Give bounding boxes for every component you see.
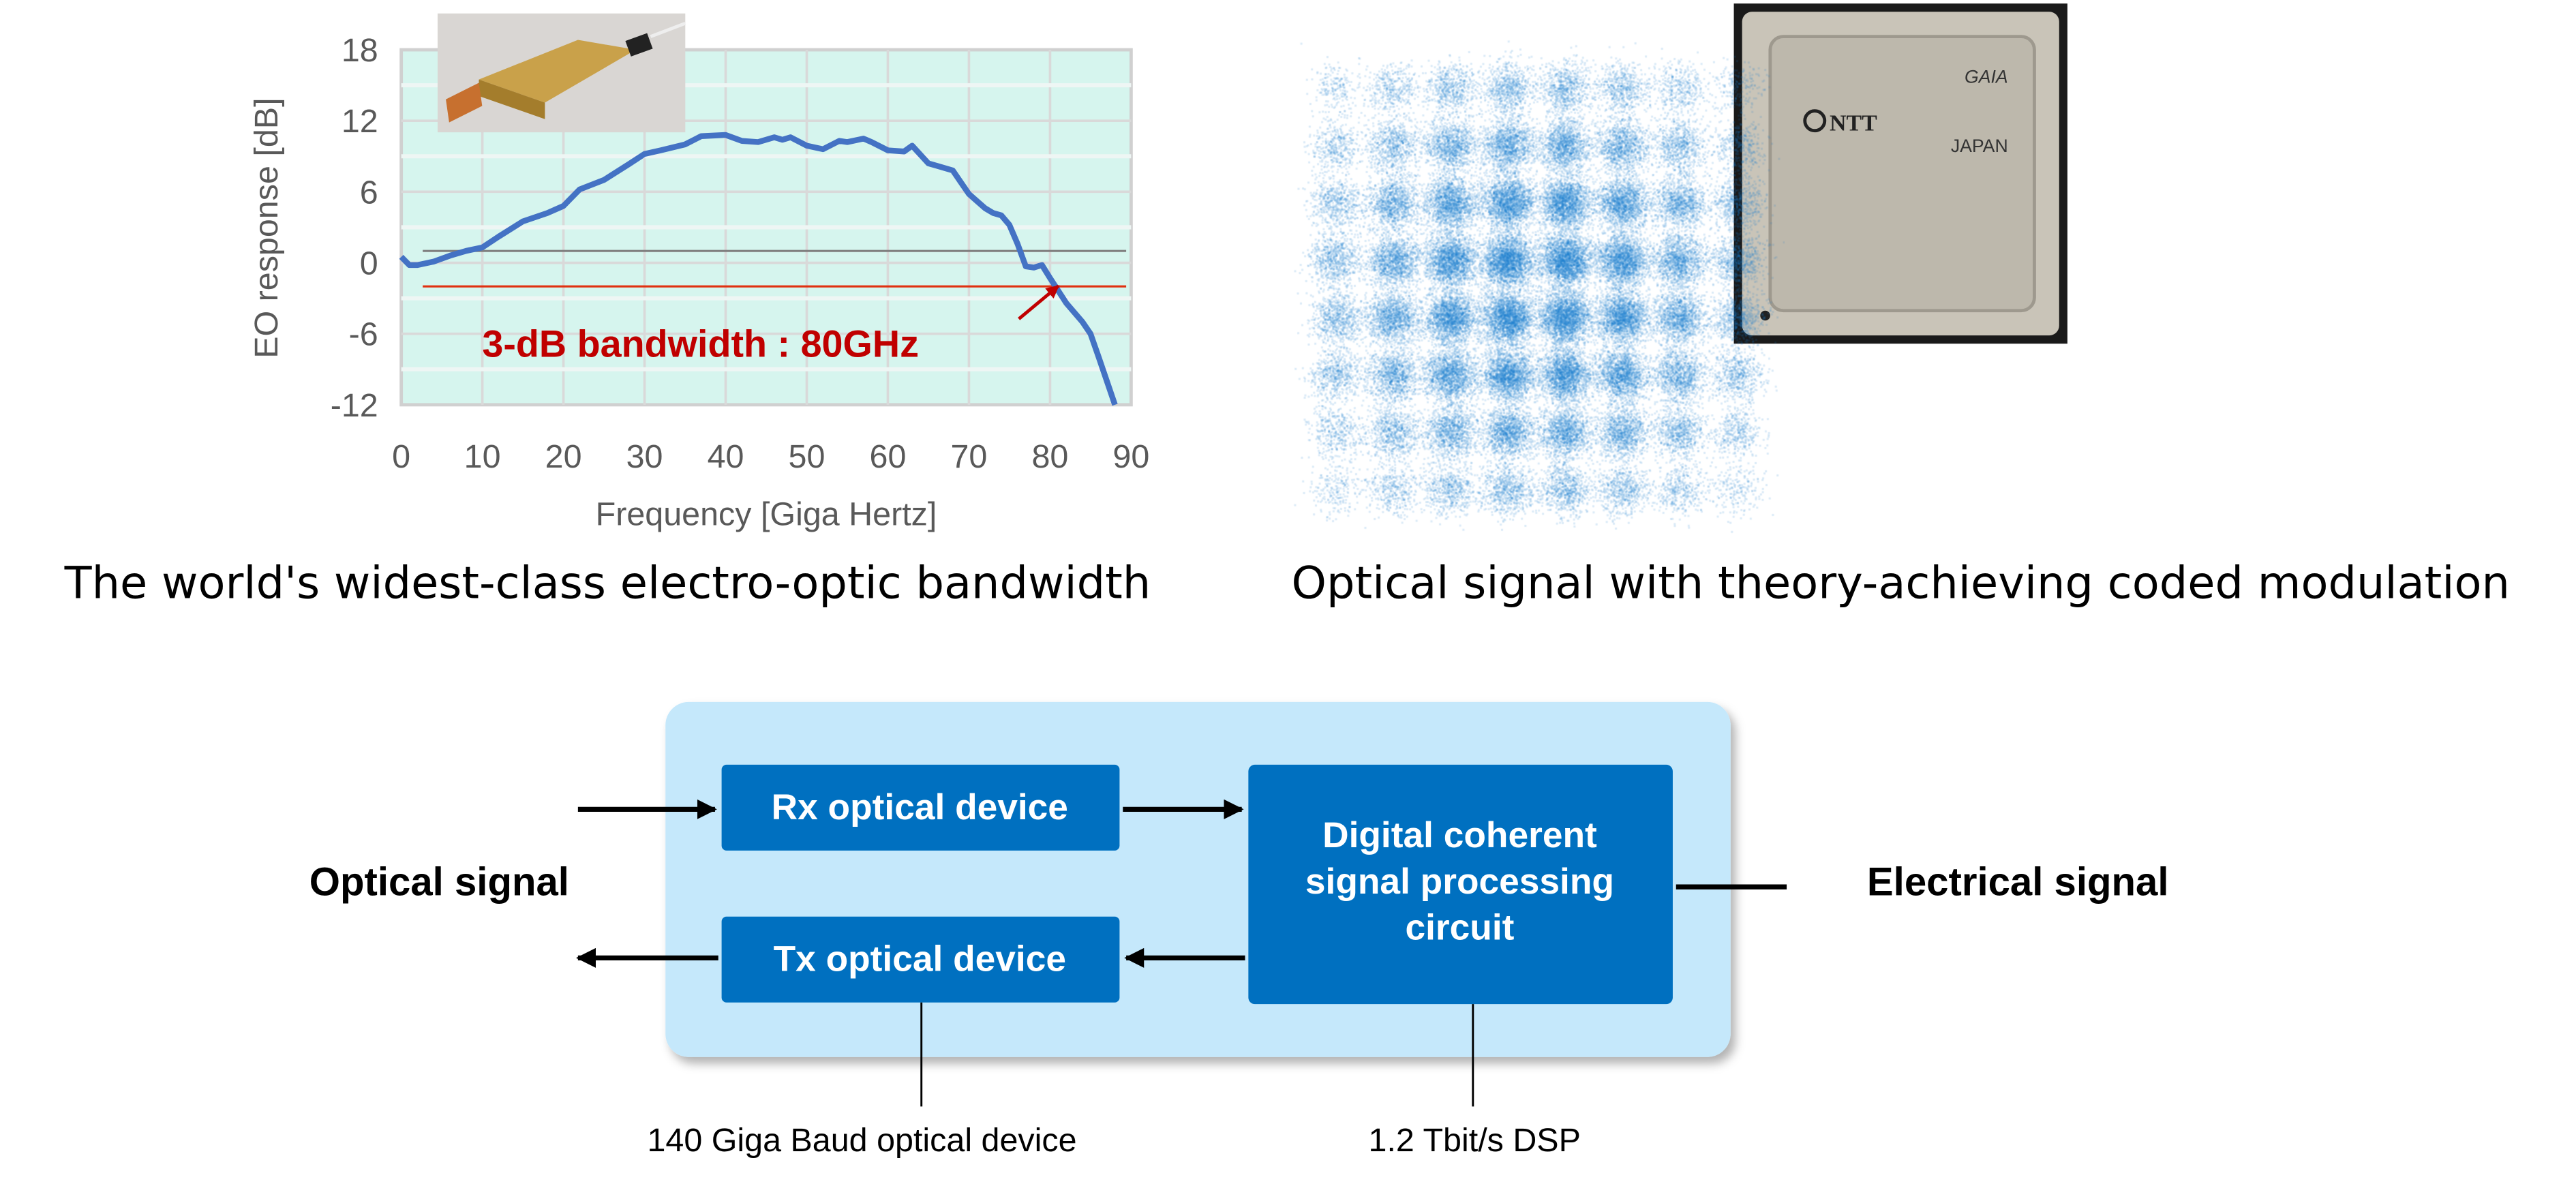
rx-label: Rx optical device xyxy=(772,787,1068,827)
x-tick-label: 10 xyxy=(464,438,501,475)
rx-block: Rx optical device xyxy=(721,764,1120,851)
annotation-arrow xyxy=(1018,284,1060,320)
dsp-block: Digital coherent signal processing circu… xyxy=(1248,764,1673,1005)
optical-device-note: 140 Giga Baud optical device xyxy=(647,1122,1076,1159)
dsp-label-line2: signal processing xyxy=(1305,862,1614,902)
y-tick-label: -12 xyxy=(331,387,378,424)
tx-label: Tx optical device xyxy=(774,939,1066,979)
x-tick-label: 70 xyxy=(950,438,987,475)
dsp-label-line1: Digital coherent xyxy=(1322,815,1597,855)
chip-line2: JAPAN xyxy=(1951,136,2008,156)
x-tick-label: 80 xyxy=(1031,438,1068,475)
x-axis-label: Frequency [Giga Hertz] xyxy=(596,496,937,533)
y-tick-label: 6 xyxy=(360,174,378,211)
x-tick-label: 0 xyxy=(392,438,410,475)
x-tick-label: 50 xyxy=(789,438,825,475)
x-tick-label: 20 xyxy=(545,438,582,475)
bandwidth-annotation: 3-dB bandwidth : 80GHz xyxy=(482,323,919,365)
x-tick-label: 60 xyxy=(870,438,907,475)
dsp-label-line3: circuit xyxy=(1405,908,1514,948)
y-tick-label: 0 xyxy=(360,245,378,282)
constellation-diagram xyxy=(1287,40,1785,537)
caption-right: Optical signal with theory-achieving cod… xyxy=(1291,557,2509,609)
x-tick-label: 30 xyxy=(626,438,663,475)
dsp-note: 1.2 Tbit/s DSP xyxy=(1369,1122,1581,1159)
chip-brand: NTT xyxy=(1830,111,1877,136)
y-axis-label: EO response [dB] xyxy=(248,97,285,358)
y-tick-label: 18 xyxy=(342,32,378,69)
electrical-signal-label: Electrical signal xyxy=(1867,860,2169,904)
caption-left: The world's widest-class electro-optic b… xyxy=(64,557,1151,609)
eo-response-line xyxy=(399,132,1118,406)
tx-block: Tx optical device xyxy=(721,916,1120,1003)
dsp-chip-photo: NTT GAIA JAPAN xyxy=(1733,3,2067,344)
optical-signal-label: Optical signal xyxy=(309,860,569,904)
transceiver-diagram: Rx optical device Tx optical device Digi… xyxy=(309,701,2169,1159)
y-tick-label: -6 xyxy=(349,316,378,353)
x-tick-label: 40 xyxy=(708,438,744,475)
chip-line1: GAIA xyxy=(1965,66,2008,87)
x-tick-label: 90 xyxy=(1112,438,1149,475)
y-tick-label: 12 xyxy=(342,103,378,140)
optical-module-photo xyxy=(437,13,686,133)
